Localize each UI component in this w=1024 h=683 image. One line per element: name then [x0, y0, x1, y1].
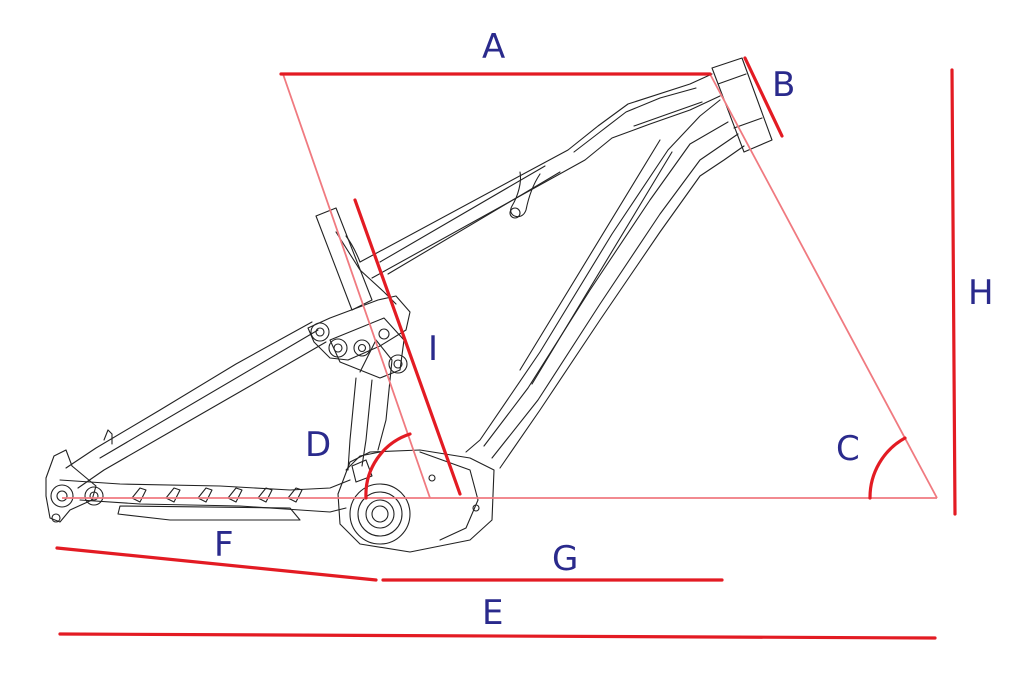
dimension-e-line — [58, 632, 937, 640]
label-a: A — [482, 27, 505, 67]
label-b: B — [772, 65, 795, 105]
angle-c-arc — [868, 436, 907, 500]
dimension-lines — [55, 56, 957, 640]
seat-stay — [65, 321, 327, 489]
chain-stay — [59, 479, 351, 521]
label-d: D — [305, 425, 331, 465]
down-tube — [465, 99, 745, 469]
rocker-link — [307, 295, 411, 379]
top-tube — [359, 73, 721, 279]
label-e: E — [482, 593, 503, 633]
rear-dropout — [45, 449, 104, 523]
motor-housing — [337, 449, 495, 553]
dimension-labels: A B C D E F G H I — [214, 27, 994, 633]
label-g: G — [552, 539, 578, 579]
dimension-f-line — [55, 546, 378, 582]
angle-d-arc — [364, 432, 412, 500]
seat-angle-line — [282, 73, 431, 499]
head-angle-line — [709, 73, 938, 499]
dimension-b-line — [743, 56, 784, 138]
label-f: F — [214, 525, 234, 565]
label-c: C — [836, 429, 860, 469]
head-tube — [711, 57, 773, 153]
dimension-i-line — [353, 198, 462, 496]
label-h: H — [968, 273, 994, 313]
dimension-h-line — [950, 68, 957, 516]
construction-lines — [62, 73, 938, 499]
bike-frame-drawing — [45, 57, 773, 553]
label-i: I — [428, 329, 438, 369]
